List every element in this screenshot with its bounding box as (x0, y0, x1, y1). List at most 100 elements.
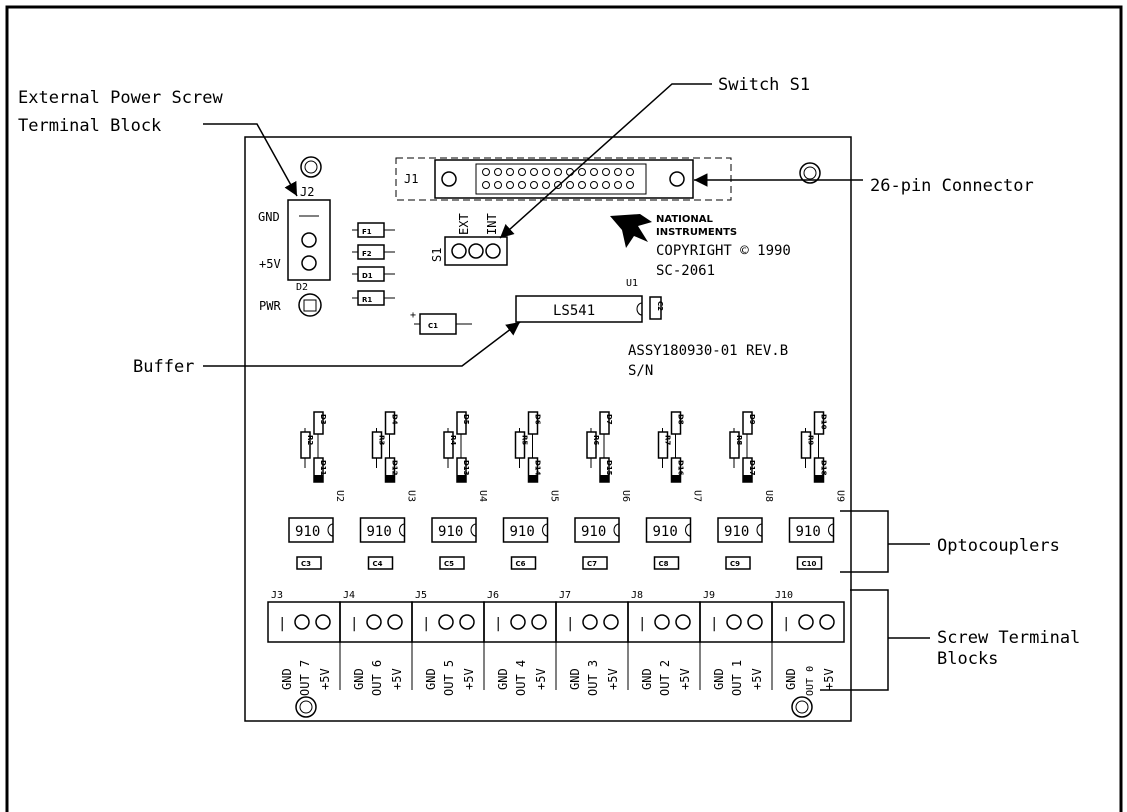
optocoupler-part-label: 910 (796, 524, 821, 540)
diode-label: D5 (462, 414, 470, 425)
plus5v-pin-label: +5V (390, 668, 404, 690)
optocoupler-chip (502, 517, 549, 543)
optocoupler-chip (574, 517, 620, 543)
j1-pin (566, 181, 574, 189)
j1-pin (626, 168, 634, 176)
j1-pin (614, 181, 622, 189)
capacitor (367, 556, 394, 570)
optocoupler-chip (431, 517, 477, 543)
gnd-pin-label: GND (640, 668, 654, 690)
j1-pin (494, 168, 502, 176)
j1-pin (506, 181, 514, 189)
resistor (586, 431, 597, 459)
capacitor-label: C10 (802, 560, 817, 568)
gnd-pin-label: GND (496, 668, 510, 690)
screw-terminal-bracket (820, 589, 889, 691)
diode-label: D7 (605, 414, 613, 425)
terminal-ref-label: J5 (415, 590, 427, 601)
optocouplers-callout: Optocouplers (937, 536, 1060, 556)
plus5v-label: +5V (259, 257, 281, 271)
resistor (443, 431, 454, 459)
diode-label: D14 (534, 460, 542, 476)
optocoupler-part-label: 910 (724, 524, 749, 540)
j2-power-terminal: J2 GND +5V (258, 185, 331, 281)
out-pin-label: OUT 6 (370, 660, 384, 696)
svg-text:C2: C2 (656, 301, 664, 311)
resistor-label: R2 (306, 435, 314, 445)
terminal-ref-label: J4 (343, 590, 355, 601)
screw-icon (459, 614, 475, 630)
out-pin-label: OUT 7 (298, 660, 312, 696)
capacitor (653, 556, 680, 570)
optocoupler-bracket (840, 510, 889, 573)
j1-pin (482, 181, 490, 189)
diode-label: D10 (820, 414, 828, 430)
d1-diode: D1 (352, 266, 395, 282)
ni-name-line1: NATIONAL (656, 214, 713, 225)
terminal-ref-label: J3 (271, 590, 283, 601)
capacitor (582, 556, 608, 570)
plus5v-pin-label: +5V (822, 668, 836, 690)
assy-text: ASSY180930-01 REV.B (628, 343, 788, 359)
capacitor-label: C7 (587, 560, 597, 568)
capacitor-label: C4 (373, 560, 383, 568)
r1-resistor: R1 (352, 290, 395, 306)
optocoupler-ref-label: U2 (334, 490, 345, 502)
capacitor (796, 556, 823, 570)
diode-label: D13 (462, 460, 470, 476)
j1-pin (590, 168, 598, 176)
optocoupler-part-label: 910 (653, 524, 678, 540)
j1-pin (518, 181, 526, 189)
diode-label: D15 (605, 460, 613, 476)
screw-icon (294, 614, 310, 630)
screw-icon (366, 614, 382, 630)
model-text: SC-2061 (656, 263, 715, 279)
ni-name-line2: INSTRUMENTS (656, 227, 737, 238)
j1-connector: J1 (395, 157, 732, 201)
out-pin-label: OUT 5 (442, 660, 456, 696)
diode-label: D3 (319, 414, 327, 425)
terminal-ref-label: J10 (775, 590, 793, 601)
j1-pin (494, 181, 502, 189)
j1-pin (530, 181, 538, 189)
optocoupler-part-label: 910 (581, 524, 606, 540)
optocoupler-ref-label: U7 (692, 490, 703, 502)
resistor-label: R7 (664, 435, 672, 445)
svg-text:F1: F1 (362, 228, 372, 236)
svg-text:R1: R1 (362, 296, 372, 304)
optocoupler-ref-label: U8 (763, 490, 774, 502)
diode-label: D16 (677, 460, 685, 476)
screw-icon (654, 614, 670, 630)
svg-text:C1: C1 (428, 322, 438, 330)
capacitor-label: C3 (301, 560, 311, 568)
plus5v-pin-label: +5V (318, 668, 332, 690)
capacitor-label: C6 (516, 560, 526, 568)
j1-label: J1 (404, 172, 418, 186)
j1-pin (542, 168, 550, 176)
j1-pin (578, 181, 586, 189)
resistor (300, 431, 311, 459)
pcb-outline (244, 136, 852, 722)
c1-capacitor: + C1 (410, 310, 472, 335)
optocoupler-ref-label: U6 (620, 490, 631, 502)
buffer-callout: Buffer (133, 357, 194, 377)
screw-icon (315, 614, 331, 630)
j1-pin (602, 181, 610, 189)
optocoupler-chip (359, 517, 406, 543)
optocoupler-ref-label: U4 (477, 490, 488, 502)
j1-pin (554, 168, 562, 176)
terminal-ref-label: J8 (631, 590, 643, 601)
terminal-block (771, 601, 845, 643)
j1-pin (530, 168, 538, 176)
connector-callout: 26-pin Connector (870, 176, 1034, 196)
d2-label: D2 (296, 282, 308, 293)
ni-logo: NATIONAL INSTRUMENTS (610, 214, 737, 248)
